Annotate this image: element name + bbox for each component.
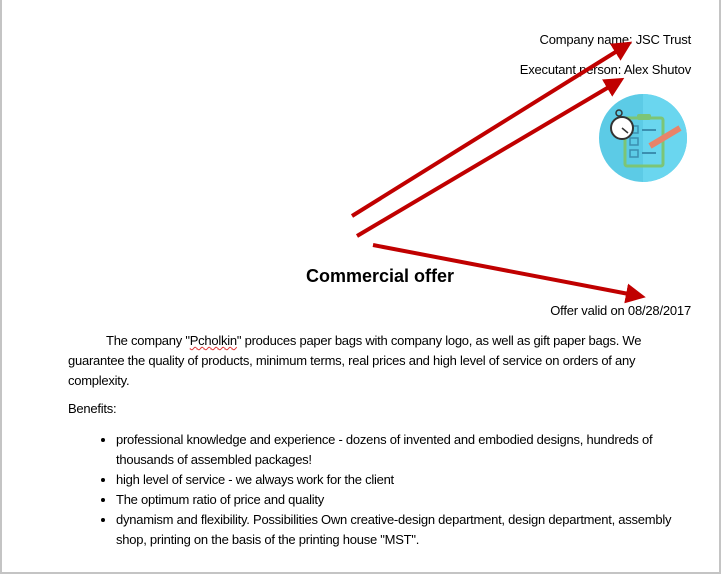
list-item: professional knowledge and experience - … — [116, 430, 693, 470]
list-item: dynamism and flexibility. Possibilities … — [116, 510, 693, 550]
list-item: The optimum ratio of price and quality — [116, 490, 693, 510]
executant-person: Executant person: Alex Shutov — [519, 62, 691, 77]
arrow-to-offer-date — [372, 243, 646, 304]
list-item: high level of service - we always work f… — [116, 470, 693, 490]
document-title: Commercial offer — [305, 266, 455, 286]
intro-paragraph: The company "Pcholkin" produces paper ba… — [68, 331, 693, 391]
checklist-icon — [599, 94, 687, 182]
intro-text: The company " — [106, 333, 190, 348]
arrow-to-company-name — [350, 41, 633, 218]
company-name: Company name: JSC Trust — [539, 32, 692, 47]
misspelled-word[interactable]: Pcholkin — [189, 333, 237, 348]
benefits-label: Benefits: — [68, 401, 117, 416]
arrow-to-executant — [355, 77, 625, 238]
offer-valid-date: Offer valid on 08/28/2017 — [550, 303, 691, 318]
intro-text-rest: " produces paper bags with company logo,… — [68, 333, 642, 388]
benefits-list: professional knowledge and experience - … — [68, 430, 693, 550]
